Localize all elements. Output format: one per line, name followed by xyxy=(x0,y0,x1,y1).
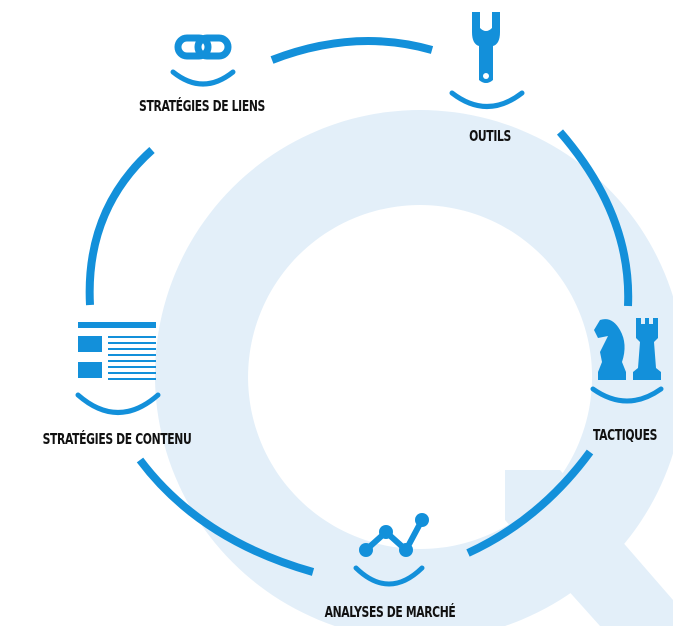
link-chain-icon xyxy=(174,34,232,60)
arc-links-tools xyxy=(270,37,434,64)
document-icon xyxy=(78,322,156,380)
label-strategies-liens: STRATÉGIES DE LIENS xyxy=(139,97,265,115)
arc-tactics-market xyxy=(466,449,594,557)
label-tactiques: TACTIQUES xyxy=(592,426,658,444)
label-strategies-contenu: STRATÉGIES DE CONTENU xyxy=(42,430,192,448)
cycle-ring xyxy=(85,37,633,576)
arc-market-content xyxy=(136,457,315,576)
smile-tactics xyxy=(590,386,664,404)
smile-market xyxy=(353,565,425,587)
chess-pieces-icon xyxy=(594,318,661,380)
watermark-q-icon xyxy=(154,110,673,626)
arc-tools-tactics xyxy=(556,129,633,307)
arc-content-links xyxy=(85,147,155,306)
line-chart-icon xyxy=(359,513,429,557)
wrench-icon xyxy=(472,12,500,83)
smile-links xyxy=(170,69,236,87)
smile-tools xyxy=(449,90,525,109)
label-outils: OUTILS xyxy=(469,127,511,145)
smile-content xyxy=(75,392,161,415)
label-analyses-marche: ANALYSES DE MARCHÉ xyxy=(324,603,456,621)
